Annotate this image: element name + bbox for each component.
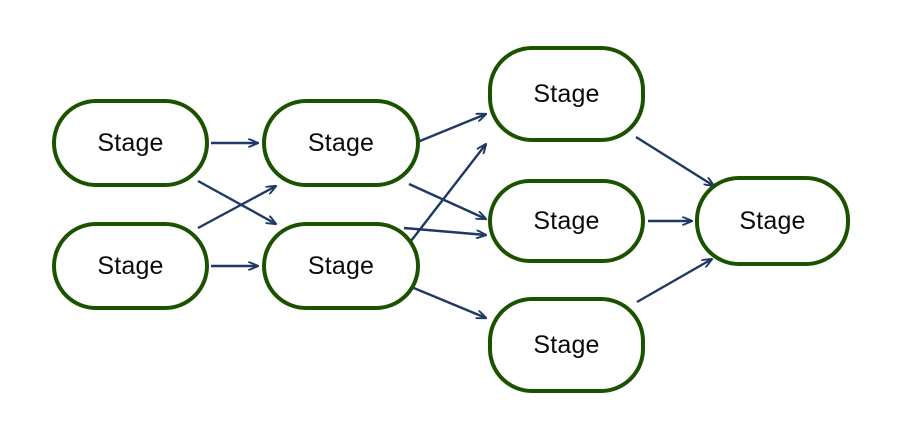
edge-s3-to-s5	[414, 114, 486, 145]
stage-node-label: Stage	[97, 128, 164, 157]
stage-node-s5[interactable]: Stage	[488, 46, 645, 142]
stage-node-s1[interactable]: Stage	[52, 99, 209, 187]
stage-node-s6[interactable]: Stage	[488, 179, 645, 263]
stage-node-label: Stage	[533, 330, 600, 359]
stage-node-label: Stage	[533, 206, 600, 235]
stage-node-label: Stage	[533, 79, 600, 108]
edge-s4-to-s6	[403, 226, 486, 235]
edge-s2-to-s3	[197, 186, 276, 230]
stage-node-s2[interactable]: Stage	[52, 222, 209, 310]
edge-s4-to-s7	[408, 284, 486, 318]
stage-node-s4[interactable]: Stage	[262, 222, 420, 310]
stage-node-label: Stage	[97, 251, 164, 280]
edge-s1-to-s4	[197, 179, 276, 224]
stage-node-s7[interactable]: Stage	[488, 297, 645, 393]
stage-node-label: Stage	[307, 251, 375, 280]
edge-s7-to-s8	[636, 259, 712, 304]
edge-s5-to-s8	[635, 135, 714, 186]
stage-node-label: Stage	[307, 128, 375, 157]
stage-node-s8[interactable]: Stage	[695, 176, 850, 266]
stage-node-label: Stage	[739, 206, 806, 235]
stage-node-s3[interactable]: Stage	[262, 99, 420, 187]
edge-s3-to-s6	[408, 182, 486, 219]
